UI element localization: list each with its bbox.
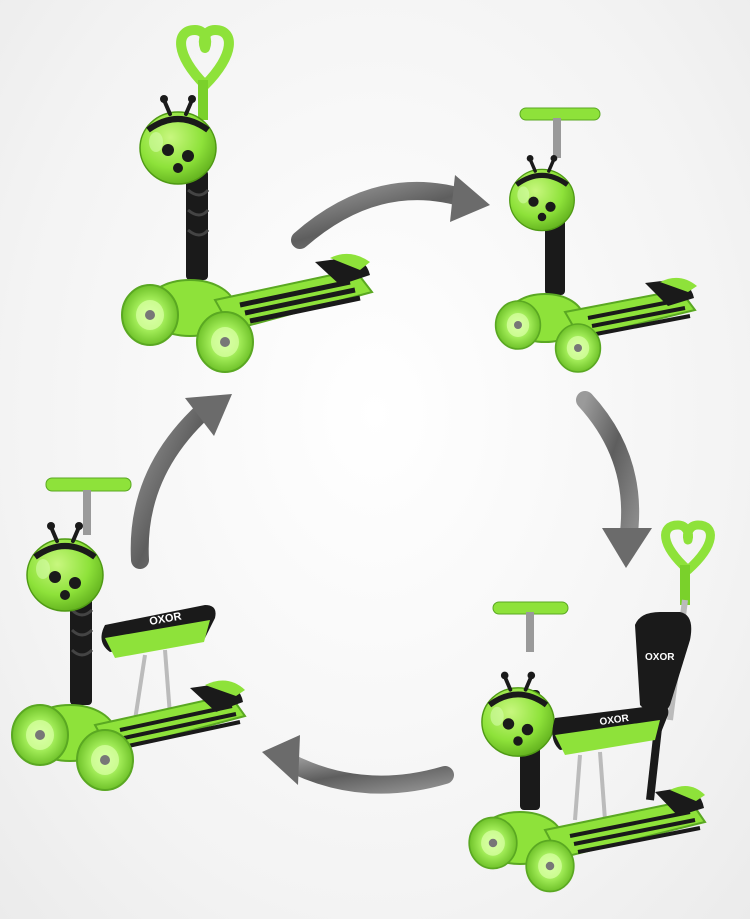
arrow-left-up — [130, 394, 232, 569]
wheel-icon — [468, 816, 518, 870]
wheel-icon — [494, 300, 542, 350]
wheel-icon — [525, 839, 575, 893]
seat-logo: OXOR — [599, 713, 630, 728]
wheel-icon — [121, 284, 179, 346]
wheel-icon — [196, 311, 254, 373]
scooter-top-left — [121, 25, 374, 373]
backrest-logo: OXOR — [645, 652, 675, 663]
seat-logo: OXOR — [148, 611, 182, 628]
arrow-top-right — [291, 175, 490, 249]
wheel-icon — [76, 729, 134, 791]
wheel-icon — [11, 704, 69, 766]
scooter-top-right — [494, 107, 697, 373]
arrow-right-down — [576, 391, 652, 568]
ladybug-head-icon — [482, 672, 554, 757]
wheel-icon — [554, 323, 602, 373]
ladybug-head-icon — [510, 155, 575, 231]
scooter-bottom-right: OXOR OXOR — [468, 520, 715, 893]
ladybug-head-icon — [27, 522, 103, 611]
scooter-bottom-left: OXOR — [11, 477, 247, 791]
arrow-bottom-left — [262, 735, 454, 794]
